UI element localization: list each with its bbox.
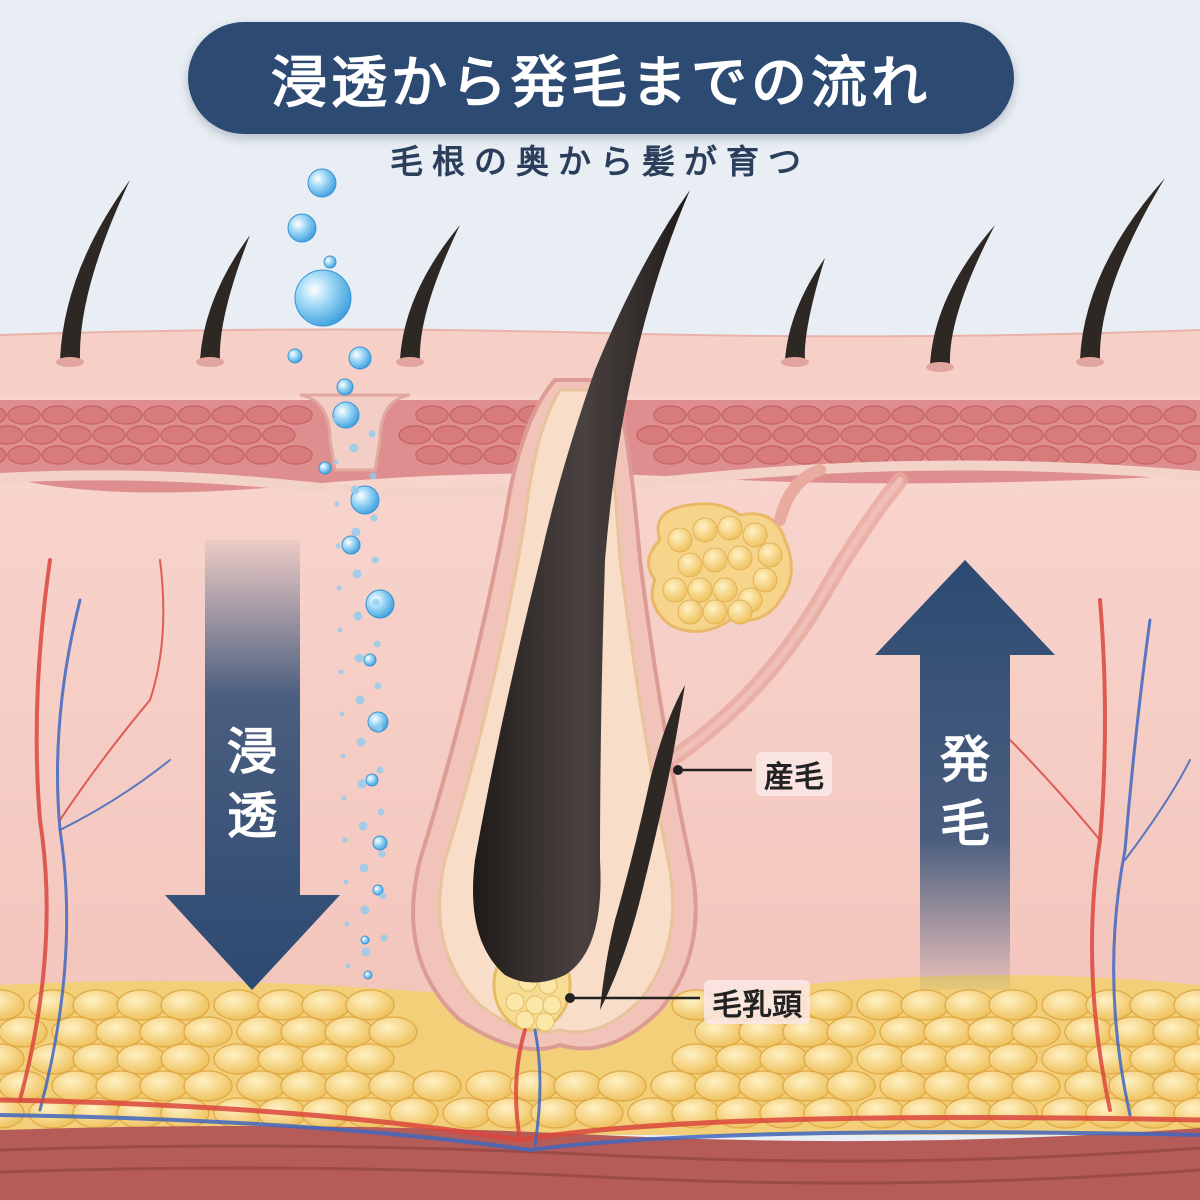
sebaceous-gland bbox=[647, 464, 826, 633]
vellus-hair bbox=[600, 685, 685, 1010]
up-arrow-label: 発 毛 bbox=[925, 728, 1005, 856]
vellus-hair-label: 産毛 bbox=[756, 752, 832, 796]
muscle-layer bbox=[0, 1126, 1200, 1200]
page-title: 浸透から発毛までの流れ bbox=[271, 50, 931, 116]
down-arrow-label: 浸 透 bbox=[212, 720, 292, 848]
up-arrow-char-2: 毛 bbox=[940, 795, 990, 853]
down-arrow bbox=[165, 540, 340, 990]
pore bbox=[299, 393, 411, 472]
penetration-droplets bbox=[287, 168, 395, 980]
main-hair-shaft bbox=[473, 190, 690, 983]
surface-hairs bbox=[56, 178, 1165, 372]
blood-vessels bbox=[0, 558, 1200, 1153]
up-arrow bbox=[875, 560, 1055, 990]
up-arrow-char-1: 発 bbox=[940, 731, 990, 789]
dermal-papilla-label: 毛乳頭 bbox=[704, 980, 810, 1024]
down-arrow-char-2: 透 bbox=[227, 787, 277, 845]
cell-pattern bbox=[0, 405, 1200, 465]
page-subtitle: 毛根の奥から髪が育つ bbox=[390, 142, 810, 181]
down-arrow-char-1: 浸 bbox=[227, 723, 277, 781]
title-banner: 浸透から発毛までの流れ bbox=[188, 22, 1014, 134]
